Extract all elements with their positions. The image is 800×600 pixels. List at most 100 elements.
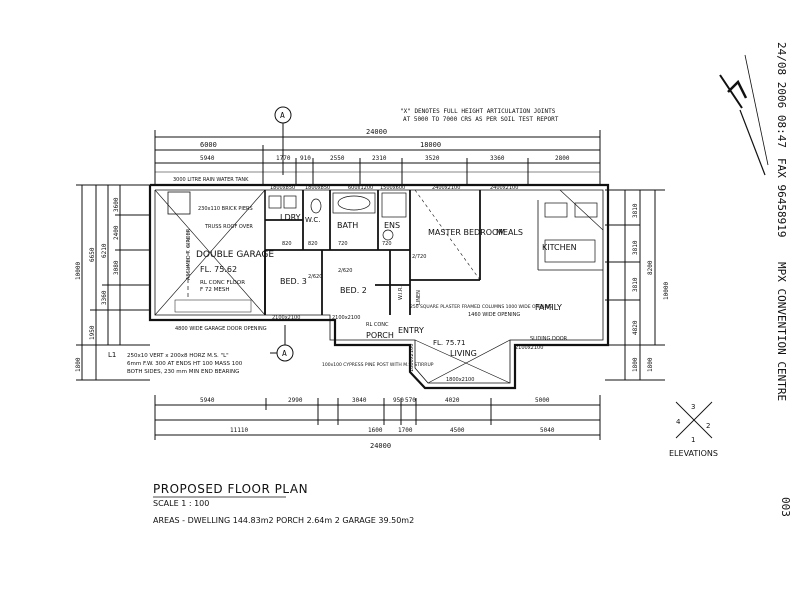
right-dimension-lines	[605, 189, 665, 381]
dim-top-2800: 2800	[555, 155, 570, 162]
dim-bottom-950: 950	[393, 397, 404, 404]
fax-sender: MPX CONVENTION CENTRE	[775, 262, 788, 402]
elevation-marker	[675, 401, 713, 439]
note-line-1: "X" DENOTES FULL HEIGHT ARTICULATION JOI…	[400, 108, 556, 115]
room-living-fl: FL. 75.71	[433, 339, 465, 347]
window-9: 1800x2100	[446, 377, 474, 383]
cypress-note: 100x100 CYPRESS PINE POST WITH M.S. STIR…	[322, 362, 434, 368]
room-porch: PORCH	[366, 331, 394, 340]
opening-note: 1460 WIDE OPENING	[468, 312, 520, 318]
dim-right-3810c: 3810	[632, 277, 639, 292]
dim-right-1800b: 1800	[632, 357, 639, 372]
dim-left-1950: 1950	[89, 325, 96, 340]
room-ldry: LDRY	[280, 213, 301, 222]
garage-truss-note: TRUSS ROOF OVER	[204, 224, 253, 230]
dim-bottom-4500: 4500	[450, 427, 465, 434]
door-size-6: 2/720	[412, 254, 426, 260]
elevations-label: ELEVATIONS	[669, 449, 718, 458]
dim-bottom-5940: 5940	[200, 397, 215, 404]
dim-right-3810a: 3810	[632, 203, 639, 218]
door-size-7: 2/620	[308, 274, 322, 280]
dim-right-4820: 4820	[632, 320, 639, 335]
dim-right-1800: 1800	[647, 357, 654, 372]
window-3: 600x1200	[348, 185, 373, 191]
elevation-num-4: 4	[676, 418, 681, 426]
room-bed2: BED. 2	[340, 286, 367, 295]
dim-left-3080: 3080	[113, 260, 120, 275]
lintel-label: L1	[108, 351, 116, 359]
elevation-num-1: 1	[691, 436, 695, 444]
plan-scale: SCALE 1 : 100	[153, 499, 210, 508]
dim-top-5940: 5940	[200, 155, 215, 162]
room-family: FAMILY	[535, 303, 562, 312]
lintel-line2: 6mm F.W. 300 AT ENDS HT 100 MASS 100	[127, 361, 243, 367]
room-entry: ENTRY	[398, 326, 424, 335]
garage-piers-note: 230x110 BRICK PIERS	[198, 206, 253, 212]
dim-left-6210: 6210	[101, 243, 108, 258]
room-wc: W.C.	[305, 216, 320, 224]
fax-page-number: 003	[779, 497, 792, 517]
window-8: 2100x2100	[332, 315, 360, 321]
plan-areas: AREAS - DWELLING 144.83m2 PORCH 2.64m 2 …	[153, 516, 415, 525]
section-label-top: A	[280, 111, 285, 120]
dim-top-18000: 18000	[420, 141, 441, 149]
room-garage-fl: FL. 75.62	[200, 265, 237, 274]
section-markers	[270, 106, 294, 362]
room-ens: ENS	[384, 221, 400, 230]
internal-walls	[264, 190, 603, 315]
dim-left-1800: 1800	[75, 357, 82, 372]
room-kitchen: KITCHEN	[542, 243, 577, 252]
window-4: 1500x600	[380, 185, 405, 191]
window-6: 2400x2100	[490, 185, 518, 191]
room-living: LIVING	[450, 349, 477, 358]
dim-top-overall: 24000	[366, 128, 387, 136]
door-size-2: 820	[308, 241, 318, 247]
garage-mesh-note: F 72 MESH	[200, 287, 230, 293]
door-size-8: 2/620	[338, 268, 352, 274]
room-master: MASTER BEDROOM	[428, 228, 505, 237]
dim-left-2400: 2400	[113, 225, 120, 240]
dim-bottom-3040: 3040	[352, 397, 367, 404]
dim-bottom-2990: 2990	[288, 397, 303, 404]
room-bath: BATH	[337, 221, 358, 230]
dim-bottom-1600: 1600	[368, 427, 383, 434]
window-11: 1800x2100	[409, 344, 415, 372]
dim-bottom-1700: 1700	[398, 427, 413, 434]
dim-right-3810b: 3810	[632, 240, 639, 255]
dim-bottom-570: 570	[405, 397, 416, 404]
garage-tank-note: 3000 LITRE RAIN WATER TANK	[173, 177, 249, 183]
dim-top-2550: 2550	[330, 155, 345, 162]
room-meals: MEALS	[496, 228, 523, 237]
door-size-4: 720	[382, 241, 392, 247]
window-10: 2100x2100	[515, 345, 543, 351]
elevation-num-3: 3	[691, 403, 695, 411]
dim-top-910: 910	[300, 155, 311, 162]
window-7: 2100x2100	[272, 315, 300, 321]
room-linen: LINEN	[416, 290, 422, 305]
window-1: 1800x850	[270, 185, 295, 191]
garage-floor-note: RL CONC FLOOR	[200, 280, 245, 286]
dim-top-1770: 1770	[276, 155, 291, 162]
dim-bottom-5040: 5040	[540, 427, 555, 434]
dim-left-6650: 6650	[89, 247, 96, 262]
porch-floor-note: RL CONC	[366, 322, 389, 328]
dim-left-3600: 3600	[113, 197, 120, 212]
dim-bottom-4020: 4020	[445, 397, 460, 404]
dim-top-3520: 3520	[425, 155, 440, 162]
bathroom-fixtures	[268, 192, 407, 241]
top-dimension-lines	[154, 130, 601, 185]
dim-left-10000: 10000	[75, 262, 82, 280]
living-roof-lines	[414, 189, 604, 384]
door-size-1: 820	[282, 241, 292, 247]
room-bed3: BED. 3	[280, 277, 307, 286]
room-wir: W.I.R.	[398, 286, 404, 300]
door-size-3: 720	[338, 241, 348, 247]
dim-bottom-overall: 24000	[370, 442, 391, 450]
north-arrow	[719, 54, 769, 176]
left-dimension-lines	[76, 184, 150, 381]
dim-bottom-5000: 5000	[535, 397, 550, 404]
elevation-num-2: 2	[706, 422, 710, 430]
dim-top-6000: 6000	[200, 141, 217, 149]
fax-number: FAX 96458919	[775, 158, 788, 238]
